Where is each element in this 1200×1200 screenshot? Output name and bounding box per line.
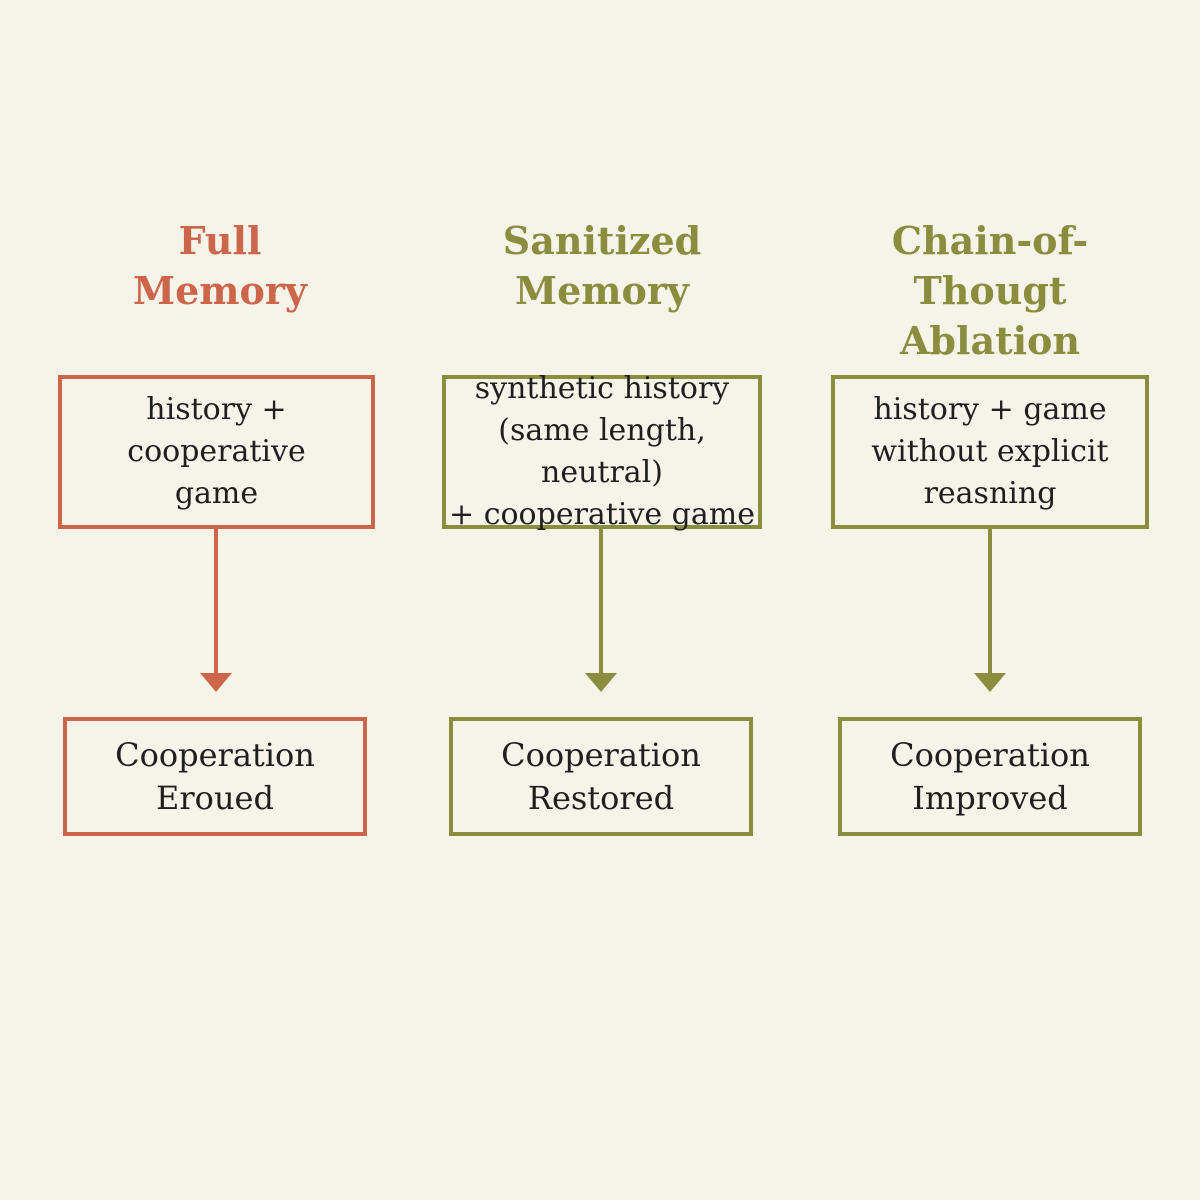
arrow-sanitized-memory bbox=[585, 529, 617, 692]
input-box-full-memory: history + cooperative game bbox=[58, 375, 375, 529]
input-box-sanitized-memory: synthetic history (same length, neutral)… bbox=[442, 371, 762, 532]
output-box-cot-ablation: Cooperation Improved bbox=[838, 717, 1142, 836]
heading-cot-ablation: Chain-of-Thougt Ablation bbox=[891, 218, 1089, 363]
output-box-full-memory: Cooperation Eroued bbox=[63, 717, 367, 836]
arrow-cot-ablation bbox=[974, 529, 1006, 692]
heading-full-memory: Full Memory bbox=[133, 218, 307, 313]
arrow-full-memory bbox=[200, 529, 232, 692]
input-box-cot-ablation: history + game without explicit reasning bbox=[831, 375, 1149, 529]
heading-sanitized-memory: Sanitized Memory bbox=[502, 218, 702, 313]
output-box-sanitized-memory: Cooperation Restored bbox=[449, 717, 753, 836]
